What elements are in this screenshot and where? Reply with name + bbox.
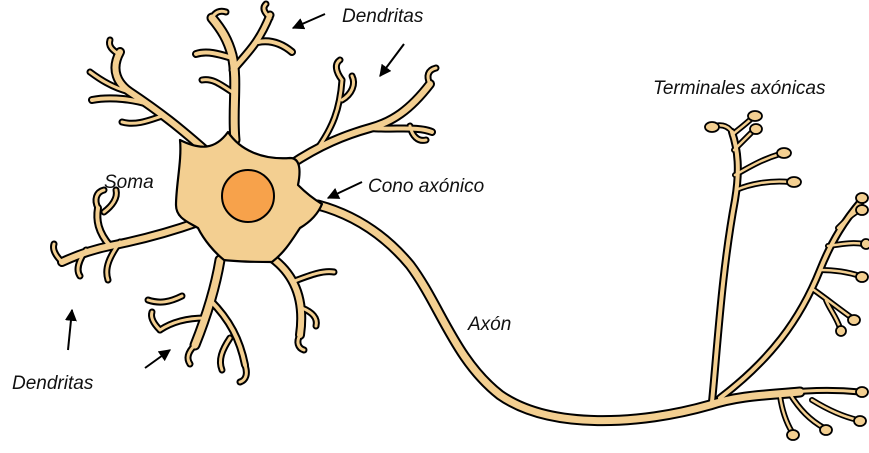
- nucleus: [222, 170, 274, 222]
- soma: [176, 132, 322, 262]
- label-dendrites-bottom: Dendritas: [12, 373, 94, 394]
- arrow-dendrites-top-2: [380, 44, 404, 76]
- label-axon: Axón: [467, 314, 511, 335]
- label-axon-terminals: Terminales axónicas: [653, 78, 826, 99]
- arrow-dendrites-bottom-2: [145, 350, 170, 368]
- arrow-dendrites-top-1: [293, 14, 325, 28]
- label-soma: Soma: [104, 172, 154, 193]
- axon: [318, 118, 864, 432]
- label-dendrites-top: Dendritas: [342, 6, 424, 27]
- arrow-dendrites-bottom-1: [68, 310, 72, 350]
- arrow-axon-hillock: [328, 182, 362, 198]
- label-axon-hillock: Cono axónico: [368, 176, 484, 197]
